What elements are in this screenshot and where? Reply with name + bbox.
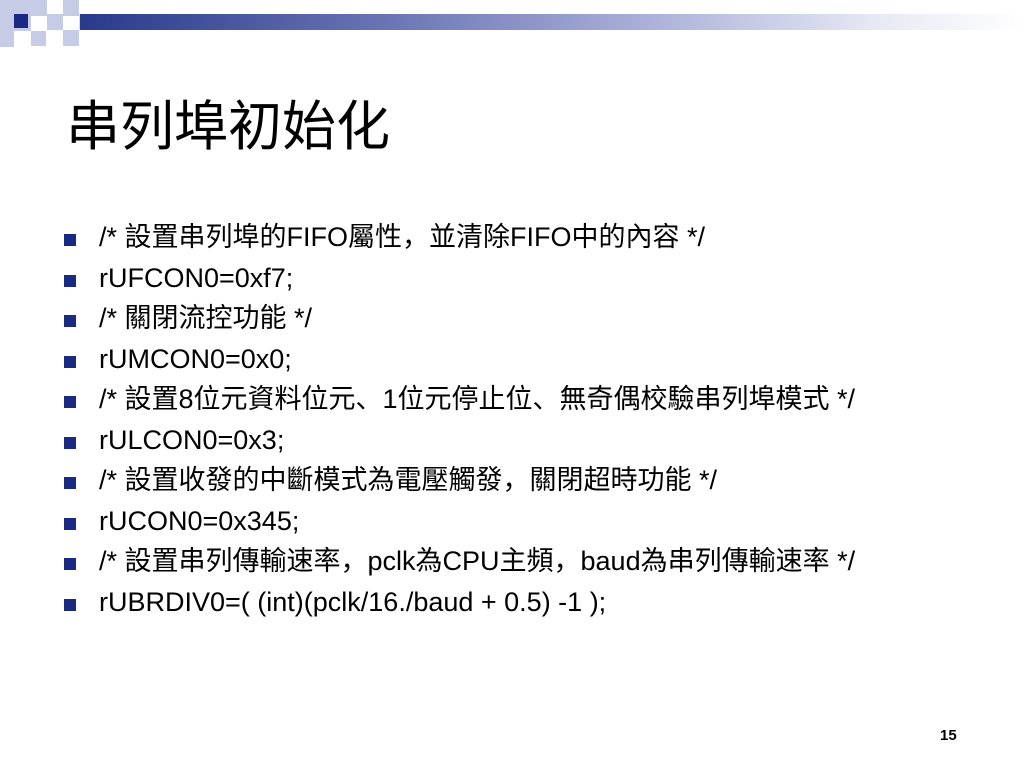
decor-square: [31, 0, 47, 16]
bullet-square-icon: [64, 274, 76, 287]
list-item: /* 設置8位元資料位元、1位元停止位、無奇偶校驗串列埠模式 */: [64, 384, 964, 415]
list-item-text: rUBRDIV0=( (int)(pclk/16./baud + 0.5) -1…: [99, 586, 607, 617]
list-item-text: rUFCON0=0xf7;: [99, 262, 294, 293]
list-item-text: /* 關閉流控功能 */: [99, 303, 313, 333]
decor-square: [0, 31, 14, 47]
list-item: rUBRDIV0=( (int)(pclk/16./baud + 0.5) -1…: [64, 587, 964, 618]
list-item-text: /* 設置收發的中斷模式為電壓觸發，關閉超時功能 */: [99, 465, 718, 495]
list-item: /* 設置串列傳輸速率，pclk為CPU主頻，baud為串列傳輸速率 */: [64, 546, 964, 577]
list-item: rUMCON0=0x0;: [64, 344, 964, 375]
list-item-text: /* 設置8位元資料位元、1位元停止位、無奇偶校驗串列埠模式 */: [99, 384, 856, 414]
list-item: rUFCON0=0xf7;: [64, 263, 964, 294]
list-item-text: /* 設置串列傳輸速率，pclk為CPU主頻，baud為串列傳輸速率 */: [99, 546, 856, 576]
decor-square: [63, 30, 79, 46]
bullet-list: /* 設置串列埠的FIFO屬性，並清除FIFO中的內容 */ rUFCON0=0…: [64, 222, 964, 627]
bullet-square-icon: [64, 436, 76, 449]
bullet-square-icon: [64, 315, 76, 327]
list-item: rULCON0=0x3;: [64, 425, 964, 456]
slide-title: 串列埠初始化: [66, 95, 390, 158]
list-item-text: /* 設置串列埠的FIFO屬性，並清除FIFO中的內容 */: [99, 222, 705, 252]
decor-square: [47, 14, 63, 30]
page-number: 15: [940, 727, 957, 744]
bullet-square-icon: [64, 396, 76, 408]
list-item: /* 設置收發的中斷模式為電壓觸發，關閉超時功能 */: [64, 465, 964, 496]
list-item-text: rUCON0=0x345;: [99, 505, 300, 536]
list-item: rUCON0=0x345;: [64, 506, 964, 537]
bullet-square-icon: [64, 355, 76, 368]
bullet-square-icon: [64, 517, 76, 530]
decor-square: [31, 31, 46, 46]
decor-square: [14, 14, 28, 28]
header-gradient-bar: [80, 14, 1024, 30]
bullet-square-icon: [64, 558, 76, 570]
decor-square: [63, 0, 79, 16]
bullet-square-icon: [64, 477, 76, 489]
list-item-text: rUMCON0=0x0;: [99, 343, 292, 374]
bullet-square-icon: [64, 234, 76, 246]
list-item: /* 設置串列埠的FIFO屬性，並清除FIFO中的內容 */: [64, 222, 964, 253]
bullet-square-icon: [64, 598, 76, 611]
list-item-text: rULCON0=0x3;: [99, 424, 285, 455]
list-item: /* 關閉流控功能 */: [64, 303, 964, 334]
